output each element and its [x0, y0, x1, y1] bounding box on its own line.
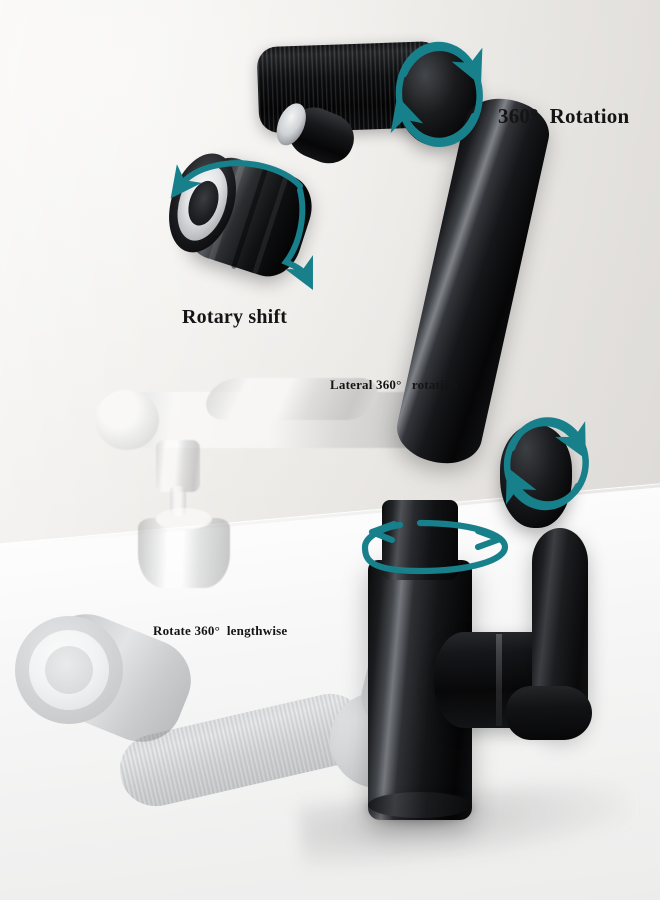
ghost-spray-head-upper [138, 508, 230, 592]
lower-knuckle-joint [500, 424, 572, 528]
side-spout-ring [496, 634, 502, 726]
label-lateral-rotation: Lateral 360° rotation [330, 377, 458, 392]
label-rotate-lengthwise: Rotate 360° lengthwise [153, 623, 288, 638]
ghost-arm-vertical-stub [150, 440, 206, 500]
faucet-body-neck [382, 500, 458, 580]
ghost-spray-head-alternate-position [5, 601, 204, 758]
faucet-body-base-ring [368, 792, 472, 818]
lever-handle-foot [506, 686, 592, 740]
label-360-rotation: 360° Rotation [498, 104, 630, 128]
label-rotary-shift: Rotary shift [182, 306, 288, 328]
